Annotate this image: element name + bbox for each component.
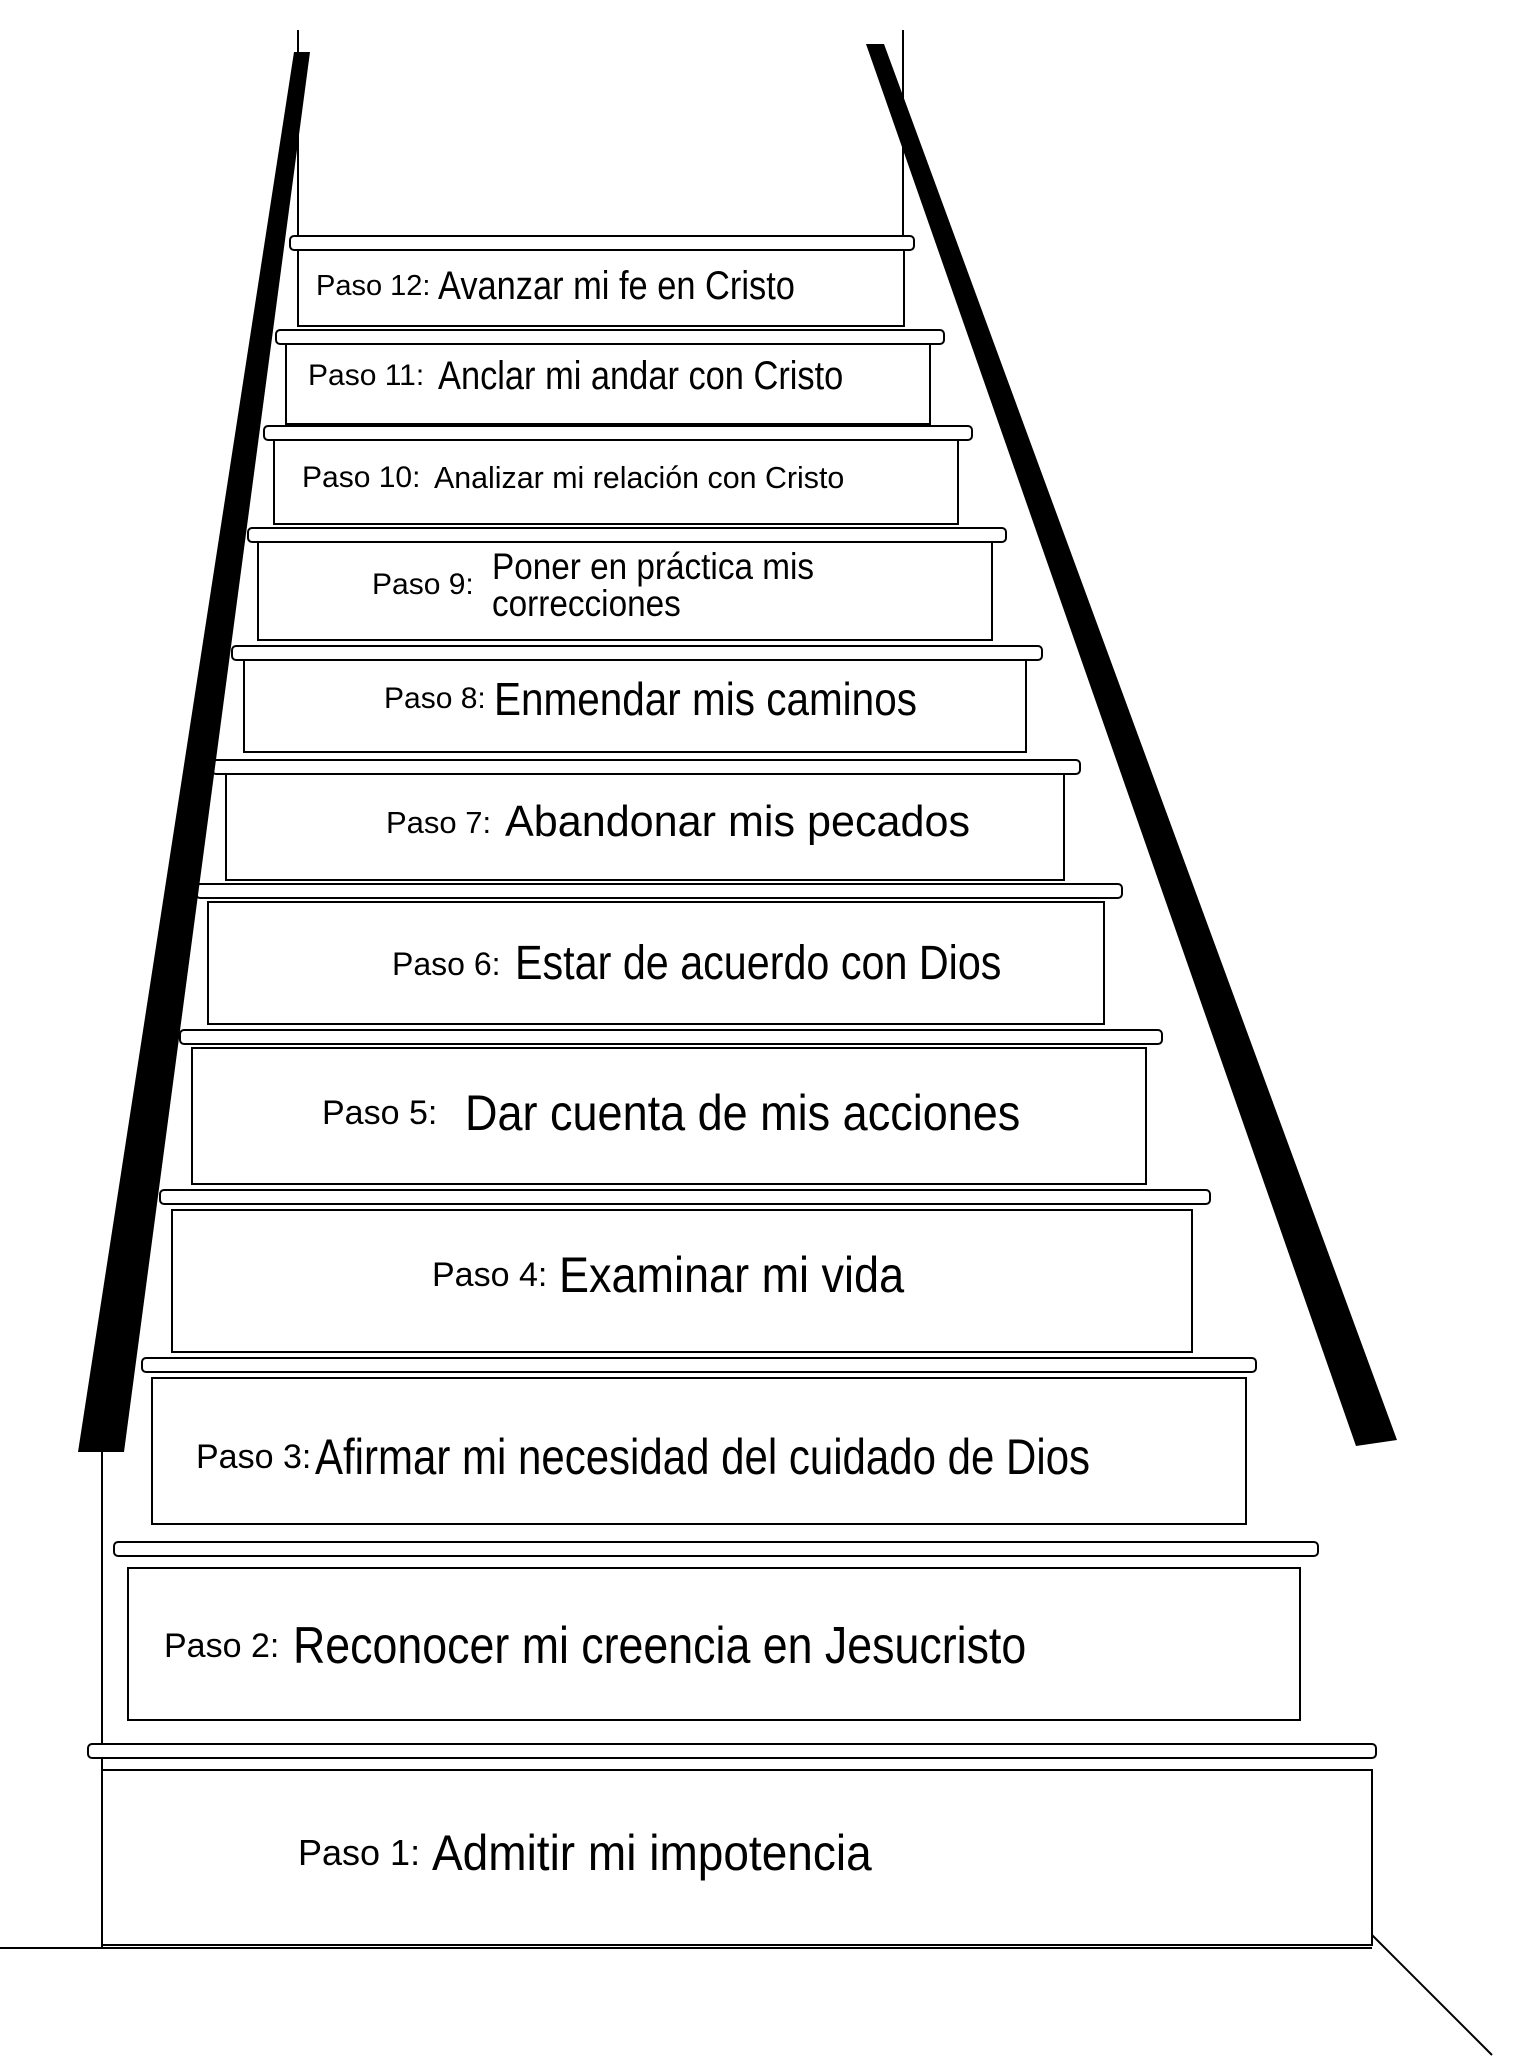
tread-nosing-10 (264, 426, 972, 440)
step-label-4: Paso 4: Examinar mi vida (432, 1250, 943, 1300)
tread-nosing-6 (196, 884, 1122, 898)
step-number-10: Paso 10: (302, 463, 420, 493)
step-number-8: Paso 8: (384, 684, 486, 714)
step-label-10: Paso 10: Analizar mi relación con Cristo (302, 462, 853, 493)
step-number-2: Paso 2: (164, 1629, 279, 1663)
step-number-11: Paso 11: (308, 361, 424, 391)
step-text-2: Reconocer mi creencia en Jesucristo (293, 1620, 1026, 1672)
step-text-10: Analizar mi relación con Cristo (434, 462, 844, 493)
step-text-8: Enmendar mis caminos (494, 676, 917, 722)
step-text-11: Anclar mi andar con Cristo (438, 356, 843, 396)
step-label-1: Paso 1: Admitir mi impotencia (298, 1828, 910, 1878)
tread-nosing-3 (142, 1358, 1256, 1372)
step-number-7: Paso 7: (386, 807, 491, 838)
step-label-2: Paso 2: Reconocer mi creencia en Jesucri… (164, 1620, 1146, 1672)
tread-nosing-11 (276, 330, 944, 344)
step-label-11: Paso 11: Anclar mi andar con Cristo (308, 356, 910, 396)
step-number-12: Paso 12: (316, 272, 430, 301)
step-text-3: Afirmar mi necesidad del cuidado de Dios (315, 1432, 1090, 1482)
step-label-6: Paso 6: Estar de acuerdo con Dios (392, 940, 1080, 988)
tread-nosing-1 (88, 1744, 1376, 1758)
tread-nosing-9 (248, 528, 1006, 542)
step-label-5: Paso 5: Dar cuenta de mis acciones (322, 1088, 1082, 1138)
tread-nosing-8 (232, 646, 1042, 660)
tread-nosing-12 (290, 236, 914, 250)
step-label-8: Paso 8: Enmendar mis caminos (384, 676, 974, 722)
step-text-7: Abandonar mis pecados (505, 800, 970, 844)
step-number-4: Paso 4: (432, 1258, 547, 1292)
step-text-4: Examinar mi vida (559, 1250, 904, 1300)
tread-nosing-2 (114, 1542, 1318, 1556)
step-text-1: Admitir mi impotencia (432, 1828, 872, 1878)
step-text-5: Dar cuenta de mis acciones (465, 1088, 1020, 1138)
floor-diagonal (1372, 1935, 1492, 2055)
step-text-6: Estar de acuerdo con Dios (515, 940, 1001, 988)
step-number-5: Paso 5: (322, 1096, 437, 1130)
step-label-7: Paso 7: Abandonar mis pecados (386, 800, 980, 844)
step-number-6: Paso 6: (392, 948, 501, 980)
step-label-3: Paso 3: Afirmar mi necesidad del cuidado… (196, 1432, 1238, 1482)
tread-nosing-7 (212, 760, 1080, 774)
step-number-1: Paso 1: (298, 1835, 420, 1871)
step-number-3: Paso 3: (196, 1440, 311, 1474)
step-label-12: Paso 12: Avanzar mi fe en Cristo (316, 266, 853, 306)
tread-nosing-5 (180, 1030, 1162, 1044)
step-label-9: Paso 9: Poner en práctica mis correccion… (372, 548, 872, 622)
step-text-9: Poner en práctica mis correcciones (492, 548, 834, 622)
step-number-9: Paso 9: (372, 570, 474, 600)
step-text-12: Avanzar mi fe en Cristo (438, 266, 795, 306)
tread-nosing-4 (160, 1190, 1210, 1204)
